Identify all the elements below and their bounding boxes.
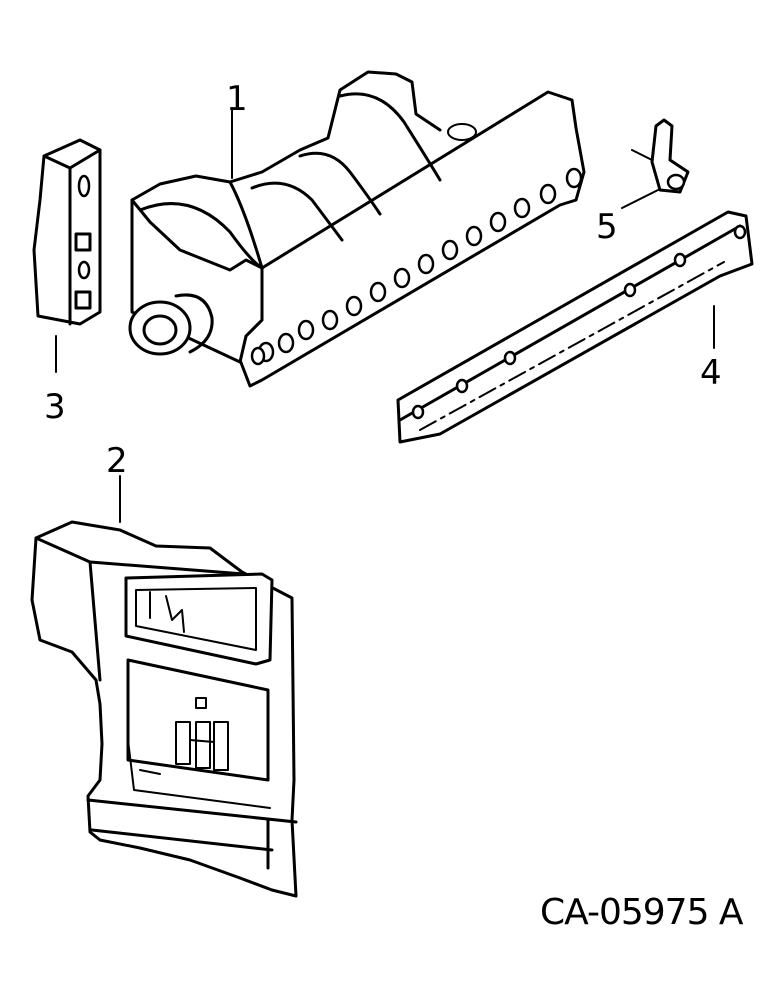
ih-emblem-icon: [175, 697, 229, 771]
callout-1: 1: [226, 79, 248, 119]
bracket-holes: [250, 167, 583, 366]
weight-bracket-part-1: [128, 70, 586, 388]
front-weight-part-2: [30, 475, 298, 898]
callout-3: 3: [44, 387, 66, 427]
callout-5: 5: [596, 207, 618, 247]
bolt-part-5: [621, 118, 690, 209]
callout-2: 2: [106, 441, 128, 481]
angle-strip-part-4: [396, 210, 754, 444]
callout-4: 4: [700, 353, 722, 393]
end-block-part-3: [32, 138, 102, 373]
figure-code: CA-05975 A: [540, 892, 744, 933]
